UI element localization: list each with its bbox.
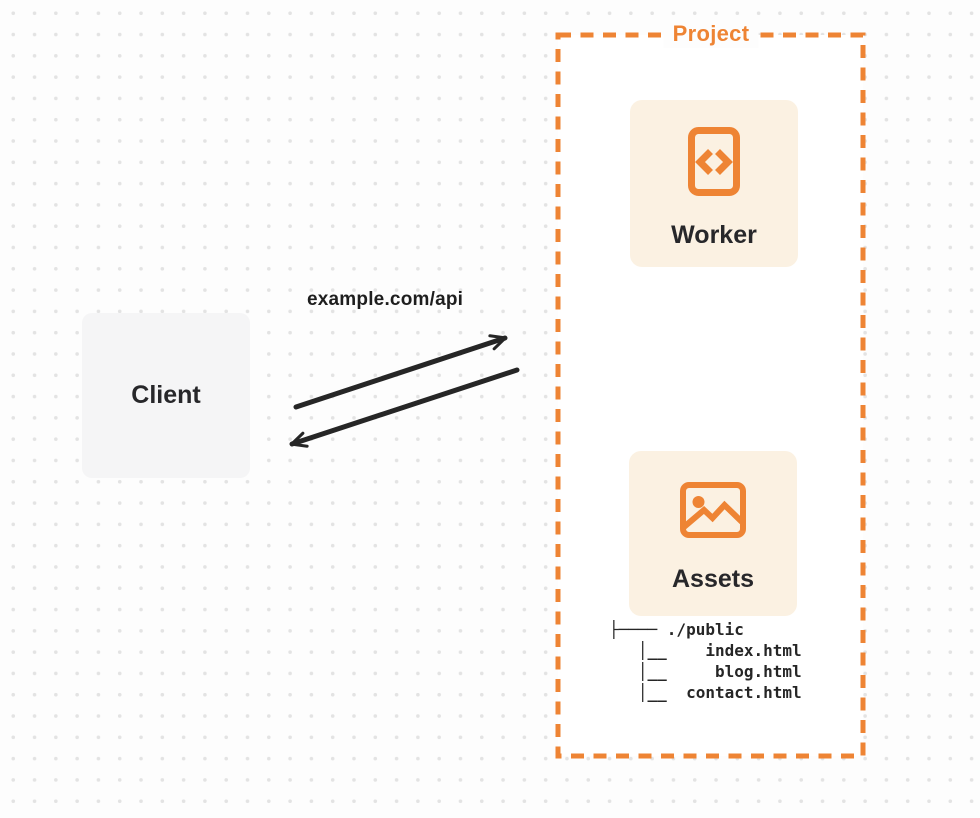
request-url-label: example.com/api bbox=[307, 289, 464, 310]
worker-label: Worker bbox=[671, 221, 757, 249]
code-file-icon bbox=[688, 127, 740, 196]
client-label: Client bbox=[131, 381, 201, 409]
request-arrow bbox=[293, 334, 508, 410]
file-tree: ├──── ./public │__ index.html │__ blog.h… bbox=[609, 619, 802, 703]
image-icon bbox=[680, 482, 746, 538]
project-title: Project bbox=[663, 20, 759, 48]
assets-label: Assets bbox=[672, 565, 754, 593]
client-node: Client bbox=[82, 313, 250, 478]
file-tree-item: │__ contact.html bbox=[609, 683, 802, 702]
worker-node: Worker bbox=[630, 100, 798, 267]
file-tree-root: ├──── ./public bbox=[609, 620, 744, 639]
assets-node: Assets bbox=[629, 451, 797, 616]
file-tree-item: │__ blog.html bbox=[609, 662, 802, 681]
response-arrow bbox=[289, 367, 520, 448]
file-tree-item: │__ index.html bbox=[609, 641, 802, 660]
